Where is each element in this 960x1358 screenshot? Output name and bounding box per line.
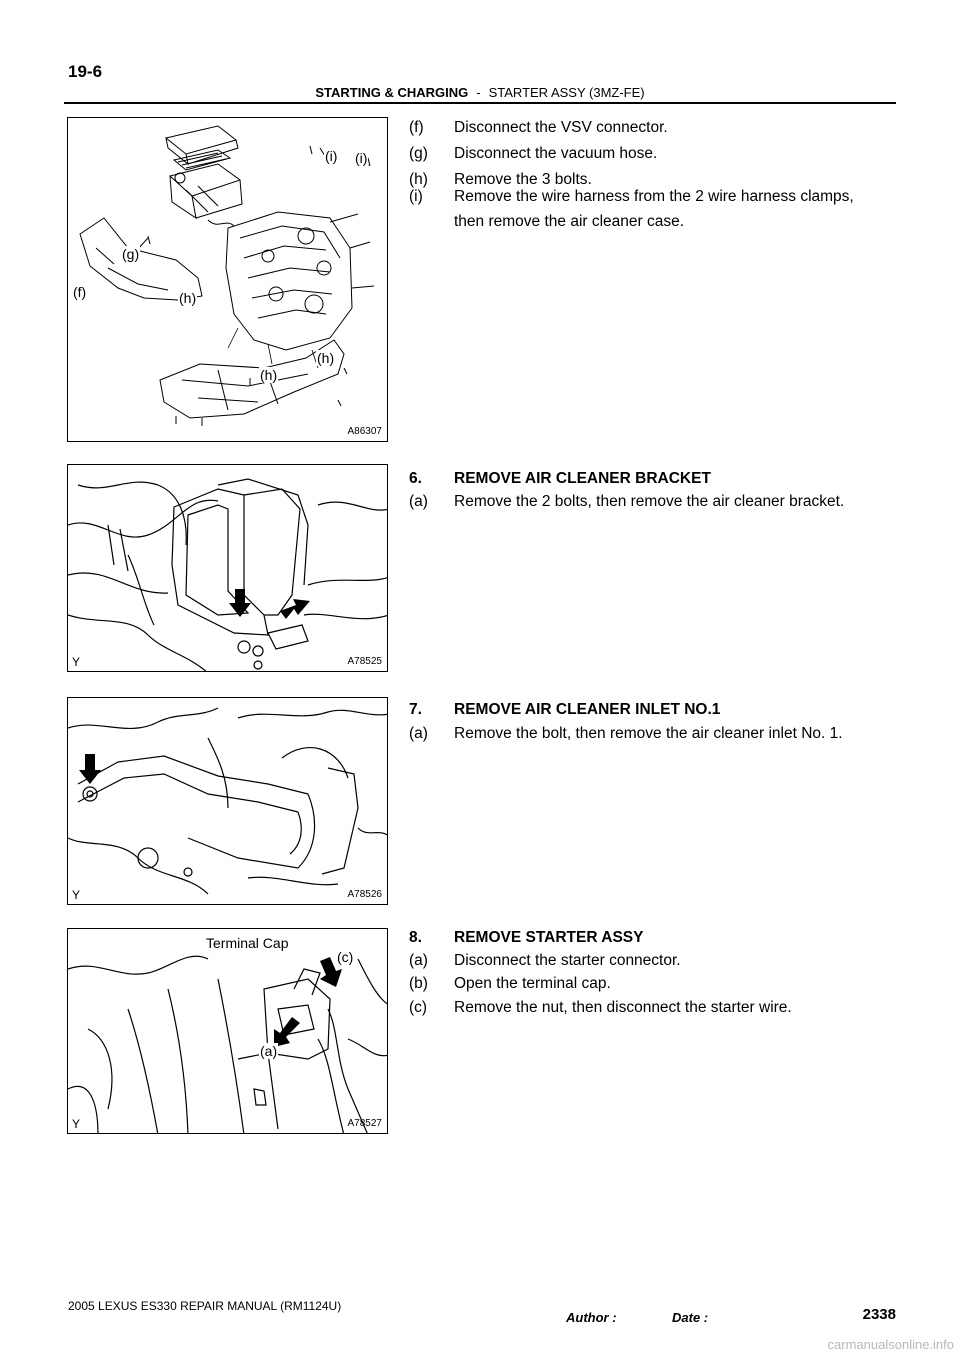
footer-author-label: Author : bbox=[566, 1310, 617, 1325]
section-6-heading: 6.REMOVE AIR CLEANER BRACKET bbox=[409, 470, 711, 487]
step-i: (i)Remove the wire harness from the 2 wi… bbox=[409, 188, 854, 205]
figure-air-cleaner-bracket-illustration bbox=[68, 478, 387, 671]
footer-date-label: Date : bbox=[672, 1310, 709, 1325]
footer-page-number: 2338 bbox=[862, 1306, 896, 1323]
callout-a: (a) bbox=[259, 1043, 279, 1059]
figure-air-cleaner-bracket: Y A78525 bbox=[67, 464, 388, 672]
callout-h-2: (h) bbox=[259, 367, 279, 383]
callout-terminal-cap: Terminal Cap bbox=[205, 935, 290, 951]
step-h: (h)Remove the 3 bolts. bbox=[409, 171, 592, 188]
callout-h-1: (h) bbox=[178, 290, 198, 306]
figure-id: A78527 bbox=[347, 1118, 382, 1129]
subsection-title: STARTER ASSY (3MZ-FE) bbox=[488, 85, 645, 100]
figure-starter-assy: Terminal Cap (c) (a) Y A78527 bbox=[67, 928, 388, 1134]
figure-starter-assy-illustration bbox=[68, 955, 387, 1133]
callout-h-3: (h) bbox=[316, 350, 336, 366]
callout-c: (c) bbox=[336, 949, 355, 965]
callout-g: (g) bbox=[121, 246, 141, 262]
running-header: STARTING & CHARGING-STARTER ASSY (3MZ-FE… bbox=[0, 85, 960, 100]
figure-air-cleaner-case: (i) (i) (g) (f) (h) (h) (h) A86307 bbox=[67, 117, 388, 442]
figure-id: A78526 bbox=[347, 889, 382, 900]
figure-id: A78525 bbox=[347, 656, 382, 667]
section-6-step-a: (a)Remove the 2 bolts, then remove the a… bbox=[409, 493, 845, 510]
footer-manual-title: 2005 LEXUS ES330 REPAIR MANUAL (RM1124U) bbox=[68, 1299, 342, 1313]
section-title: STARTING & CHARGING bbox=[315, 85, 469, 100]
header-rule bbox=[64, 102, 896, 104]
step-i-continuation: then remove the air cleaner case. bbox=[454, 213, 685, 230]
section-8-step-c: (c)Remove the nut, then disconnect the s… bbox=[409, 999, 792, 1016]
figure-id: A86307 bbox=[347, 426, 382, 437]
section-7-heading: 7.REMOVE AIR CLEANER INLET NO.1 bbox=[409, 701, 721, 718]
figure-corner-mark: Y bbox=[72, 888, 81, 902]
page-number: 19-6 bbox=[68, 62, 103, 81]
section-8-step-a: (a)Disconnect the starter connector. bbox=[409, 952, 681, 969]
figure-air-cleaner-inlet: Y A78526 bbox=[67, 697, 388, 905]
step-f: (f)Disconnect the VSV connector. bbox=[409, 119, 668, 136]
section-8-heading: 8.REMOVE STARTER ASSY bbox=[409, 929, 644, 946]
figure-corner-mark: Y bbox=[72, 1117, 81, 1131]
step-g: (g)Disconnect the vacuum hose. bbox=[409, 145, 658, 162]
watermark: carmanualsonline.info bbox=[827, 1337, 954, 1352]
callout-i-2: (i) bbox=[354, 150, 369, 166]
callout-f: (f) bbox=[72, 284, 88, 300]
figure-corner-mark: Y bbox=[72, 655, 81, 669]
figure-air-cleaner-case-illustration bbox=[79, 125, 375, 426]
section-7-step-a: (a)Remove the bolt, then remove the air … bbox=[409, 725, 843, 742]
section-8-step-b: (b)Open the terminal cap. bbox=[409, 975, 611, 992]
header-separator: - bbox=[476, 85, 481, 100]
figure-air-cleaner-inlet-illustration bbox=[68, 707, 387, 895]
callout-i-1: (i) bbox=[324, 148, 339, 164]
